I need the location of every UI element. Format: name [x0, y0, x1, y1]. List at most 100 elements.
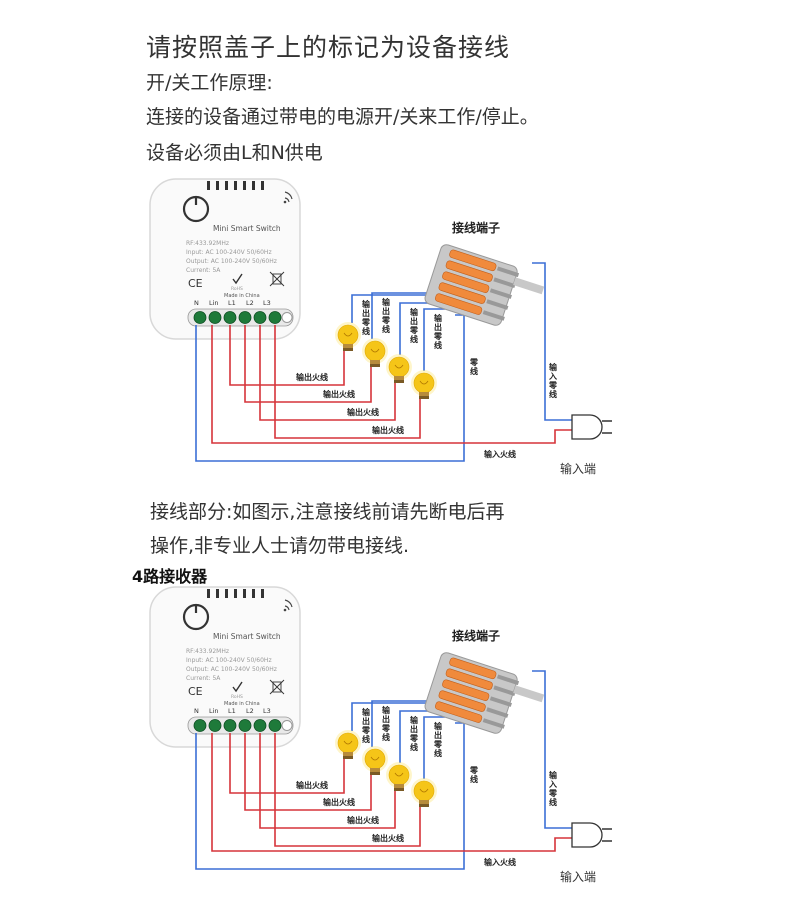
principle-heading: 开/关工作原理:	[146, 72, 273, 94]
svg-text:入: 入	[548, 780, 557, 789]
rohs-label: RoHS	[231, 694, 243, 700]
rohs-label: RoHS	[231, 286, 243, 292]
svg-text:入: 入	[548, 372, 557, 381]
svg-text:输: 输	[362, 299, 371, 309]
wire-connector	[424, 652, 545, 734]
terminal-label: L2	[246, 707, 254, 715]
live-input-wire	[211, 733, 572, 852]
svg-text:线: 线	[549, 389, 557, 399]
svg-text:零: 零	[381, 723, 391, 733]
connector-slot	[493, 277, 516, 289]
svg-text:零: 零	[361, 725, 371, 735]
input-port-label: 输入端	[560, 869, 596, 883]
terminal-screw	[268, 311, 282, 324]
wifi-icon	[283, 599, 293, 612]
terminal-label: N	[194, 299, 199, 307]
svg-text:出: 出	[382, 306, 390, 316]
connector-slot	[489, 696, 512, 707]
ce-mark: CE	[188, 277, 203, 290]
svg-text:输: 输	[549, 362, 558, 372]
vent-slot	[243, 181, 246, 190]
connector-slot	[496, 674, 520, 686]
power-plug-icon	[571, 414, 612, 440]
terminal-screw	[223, 719, 237, 732]
terminal-label: L1	[228, 299, 236, 307]
device-body	[149, 586, 301, 748]
svg-text:线: 线	[470, 366, 478, 376]
light-bulb-icon	[362, 746, 388, 775]
vent-slot	[207, 181, 210, 190]
light-bulb-icon	[362, 338, 388, 367]
light-bulb-icon	[411, 370, 437, 399]
vent-slot	[261, 181, 264, 190]
svg-text:出: 出	[410, 724, 418, 734]
svg-text:零: 零	[548, 788, 558, 798]
output-neutral-wire	[371, 700, 445, 747]
svg-text:线: 线	[362, 734, 370, 744]
terminal-label: L1	[228, 707, 236, 715]
output-live-wire	[274, 325, 421, 439]
vent-slot	[225, 181, 228, 190]
light-bulb-icon	[411, 778, 437, 807]
power-plug-icon	[571, 822, 612, 848]
connector-lever	[442, 679, 490, 701]
vent-slot	[216, 181, 219, 190]
terminal-screw	[238, 719, 252, 732]
output-neutral-wire	[351, 702, 445, 731]
terminal-label: N	[194, 707, 199, 715]
wifi-icon	[283, 191, 293, 204]
svg-text:零: 零	[381, 315, 391, 325]
svg-text:零: 零	[433, 331, 443, 341]
svg-text:出: 出	[434, 730, 442, 740]
terminal-end	[281, 312, 293, 323]
connector-lever	[442, 271, 490, 293]
svg-text:输: 输	[410, 715, 419, 725]
svg-text:线: 线	[382, 324, 390, 334]
svg-text:出: 出	[362, 308, 370, 318]
connector-slot	[486, 299, 509, 310]
rohs-check-icon	[232, 273, 243, 285]
connector-lever	[435, 293, 483, 315]
output-live-label: 输出火线	[347, 407, 379, 417]
neutral-label: 零线	[469, 765, 479, 784]
connector-lever	[445, 668, 493, 691]
connector-slot	[496, 266, 520, 278]
connector-slot	[482, 718, 505, 729]
terminal-screw	[208, 311, 222, 324]
input-live-label: 输入火线	[484, 449, 516, 459]
connector-label: 接线端子	[452, 220, 500, 235]
terminal-screw	[268, 719, 282, 732]
weee-bin-icon	[269, 679, 285, 695]
output-live-label: 输出火线	[323, 389, 355, 399]
svg-text:线: 线	[410, 334, 418, 344]
connector-input-slot	[513, 277, 545, 295]
connector-lever	[438, 282, 486, 304]
output-neutral-wire	[351, 294, 445, 323]
neutral-wire-main	[195, 722, 465, 870]
terminal-label: L3	[263, 299, 271, 307]
vent-slot	[252, 589, 255, 598]
vent-slot	[261, 589, 264, 598]
connector-lever	[445, 260, 493, 283]
made-in-label: Made in China	[224, 701, 260, 707]
svg-text:线: 线	[549, 797, 557, 807]
terminal-label: Lin	[209, 707, 219, 715]
terminal-screw	[253, 311, 267, 324]
connector-slot	[493, 685, 516, 697]
vent-slot	[243, 589, 246, 598]
connector-input-slot	[513, 685, 545, 703]
svg-text:出: 出	[410, 316, 418, 326]
device-current: Current: 5A	[186, 267, 221, 274]
output-live-wire	[229, 325, 345, 386]
device-input: Input: AC 100-240V 50/60Hz	[186, 249, 272, 256]
wire-connector	[424, 244, 545, 326]
svg-text:线: 线	[470, 774, 478, 784]
